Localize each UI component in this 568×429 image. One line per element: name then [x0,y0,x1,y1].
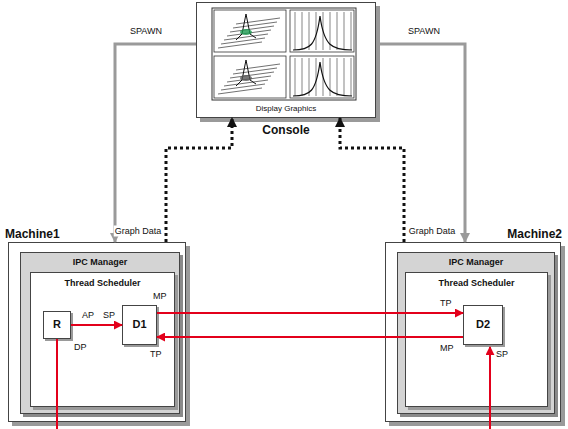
message-arrow [71,324,122,326]
thread-scheduler-title: Thread Scheduler [64,278,140,289]
process-box: D1 [122,305,157,345]
spawn-arrow [115,44,196,242]
ridge-plot [218,14,280,48]
port-label: SP [496,349,508,360]
input-wire [489,347,491,429]
edge-label: Graph Data [408,226,457,237]
edge-label: Graph Data [114,226,163,237]
line-plot [293,58,352,96]
thread-scheduler-box: Thread SchedulerD2 [405,272,548,407]
spawn-arrow [376,44,465,242]
ipc-manager-title: IPC Manager [73,257,128,268]
console-heading: Console [262,123,309,137]
port-label: MP [440,343,454,354]
process-box: R [43,311,71,339]
process-name: R [53,318,61,331]
machine-box: Machine2IPC ManagerThread SchedulerD2 [385,242,561,422]
graph-data-arrow [340,118,404,242]
process-name: D2 [476,318,490,331]
port-label: MP [153,291,167,302]
port-label: TP [150,349,162,360]
port-label: SP [103,310,115,321]
edge-label: AP [81,310,95,321]
machine-heading: Machine2 [507,227,562,241]
line-plot [293,12,352,50]
input-wire [56,339,58,429]
ipc-manager-box: IPC ManagerThread SchedulerR D1 [20,252,180,414]
thread-scheduler-title: Thread Scheduler [438,278,514,289]
message-arrow [157,336,463,338]
graph-data-arrow [166,118,232,242]
edge-label: SPAWN [129,26,163,37]
port-label: DP [74,342,87,353]
console-caption: Display Graphics [256,104,316,114]
process-name: D1 [132,318,146,331]
machine-heading: Machine1 [5,227,60,241]
ipc-manager-box: IPC ManagerThread SchedulerD2 [397,252,555,414]
machine-box: Machine1IPC ManagerThread SchedulerRD1 [8,242,186,422]
ridge-plot [218,60,280,94]
display-graphics-plots [212,8,356,100]
message-arrow [157,312,463,314]
port-label: TP [440,298,452,309]
ipc-manager-title: IPC Manager [449,257,504,268]
edge-label: SPAWN [407,26,441,37]
process-box: D2 [463,305,503,345]
